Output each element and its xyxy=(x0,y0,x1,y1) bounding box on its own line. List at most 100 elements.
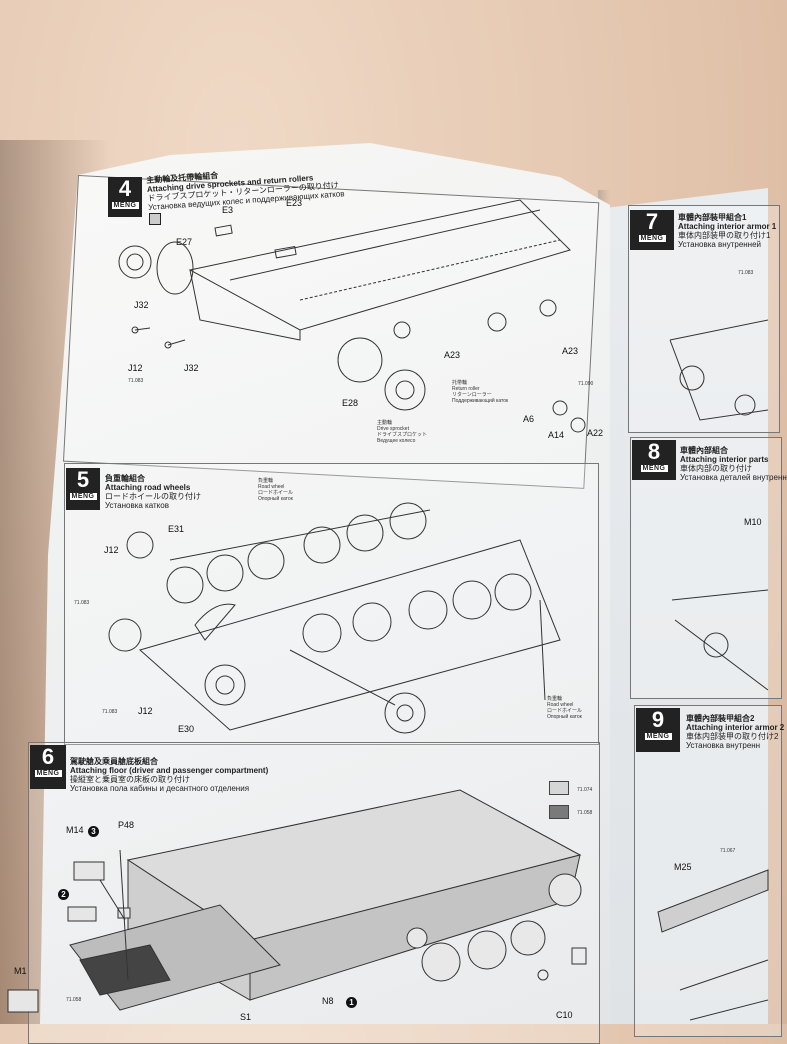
paint-code-a: 71.083 xyxy=(128,378,144,384)
label-e31: E31 xyxy=(168,524,185,534)
road-wheel-detached xyxy=(384,692,426,734)
meng-logo: MENG xyxy=(638,235,666,242)
part-e23 xyxy=(274,245,297,259)
part-e28 xyxy=(337,337,383,383)
step9-panel xyxy=(634,705,782,1037)
meng-logo: MENG xyxy=(640,465,668,472)
step9-hull xyxy=(679,959,769,1021)
label-e30: E30 xyxy=(178,724,195,734)
step4-drawing xyxy=(118,199,586,433)
step7-title: 車體內部裝甲組合1 Attaching interior armor 1 車体内… xyxy=(678,213,777,249)
step8-title: 車體內部組合 Attaching interior parts 車体内部の取り付… xyxy=(680,446,787,482)
road-wheel-note-top: 負重輪 Road wheel ロードホイール Опорный каток xyxy=(258,478,294,502)
label-a14: A14 xyxy=(548,430,565,440)
return-roller-1 xyxy=(393,321,411,339)
part-a14 xyxy=(552,400,568,416)
label-e28: E28 xyxy=(342,398,359,408)
drive-sprocket-note: 主動輪 Drive sprocket ドライブスプロケット Ведущее ко… xyxy=(377,420,428,444)
label-n8: N8 xyxy=(322,996,334,1006)
step5-panel xyxy=(64,463,599,745)
callout-3: 3 xyxy=(88,826,99,837)
color-swatch-light xyxy=(549,781,569,795)
part-m25 xyxy=(657,869,769,933)
label-m10: M10 xyxy=(744,517,762,527)
step5-number: 5 xyxy=(76,467,90,492)
paint-code-d: 71.058 xyxy=(577,810,593,816)
label-e3: E3 xyxy=(222,205,234,215)
paint-code-c: 71.074 xyxy=(577,787,593,793)
return-roller-2 xyxy=(487,312,507,332)
paint-code-a4: 71.083 xyxy=(738,270,754,276)
label-p48: P48 xyxy=(118,820,135,830)
label-s1: S1 xyxy=(240,1012,252,1022)
step7-number: 7 xyxy=(645,209,659,234)
callout-1: 1 xyxy=(346,997,357,1008)
return-roller-3 xyxy=(539,299,557,317)
paint-code-a3: 71.083 xyxy=(102,709,118,715)
paint-code-e: 71.067 xyxy=(720,848,736,854)
label-m14: M14 xyxy=(66,825,84,835)
sprocket-front xyxy=(108,618,142,652)
callout-2: 2 xyxy=(58,889,69,900)
meng-logo: MENG xyxy=(644,733,672,740)
meng-logo: MENG xyxy=(34,770,62,777)
drive-sprocket-icon xyxy=(149,213,161,225)
label-j12: J12 xyxy=(128,363,143,373)
step6-number: 6 xyxy=(41,744,55,769)
step8-panel xyxy=(630,437,782,699)
label-j12-a: J12 xyxy=(104,545,119,555)
label-a23-a: A23 xyxy=(444,350,461,360)
drive-sprocket xyxy=(384,369,426,411)
step5-number-box: 5 MENG xyxy=(66,468,100,510)
meng-logo: MENG xyxy=(111,202,139,209)
road-wheel-note-bottom: 負重輪 Road wheel ロードホイール Опорный каток xyxy=(547,696,583,720)
part-a22 xyxy=(570,417,586,433)
step8-hull xyxy=(671,589,769,691)
label-j12-b: J12 xyxy=(138,706,153,716)
label-a23-b: A23 xyxy=(562,346,579,356)
meng-logo: MENG xyxy=(69,493,97,500)
hull-lower-outline xyxy=(138,539,561,731)
mudguard xyxy=(194,603,236,641)
label-c10: C10 xyxy=(556,1010,573,1020)
label-m1: M1 xyxy=(14,966,27,976)
hull-side-outline xyxy=(188,199,571,331)
step6-title: 駕駛艙及乘員艙底板組合 Attaching floor (driver and … xyxy=(70,757,269,793)
part-m1 xyxy=(7,989,39,1013)
return-roller-note: 托帶輪 Return roller リターンローラー Поддерживающи… xyxy=(452,380,509,404)
step9-number: 9 xyxy=(651,707,665,732)
step6-drawing xyxy=(7,789,587,1013)
step8-number: 8 xyxy=(647,439,661,464)
step5-title: 負重輪組合 Attaching road wheels ロードホイールの取り付け… xyxy=(105,474,201,510)
step6-number-box: 6 MENG xyxy=(30,745,66,789)
part-m14 xyxy=(73,861,105,881)
part-e27 xyxy=(156,241,194,295)
label-e27: E27 xyxy=(176,237,193,247)
part-e3 xyxy=(214,224,233,237)
step7-hull xyxy=(669,319,769,421)
floor-dark-section xyxy=(79,944,171,996)
part-c10 xyxy=(571,947,587,965)
step4-number: 4 xyxy=(118,176,132,201)
part-two xyxy=(67,906,97,922)
step5-drawing xyxy=(108,502,561,734)
label-a22: A22 xyxy=(587,428,604,438)
step9-number-box: 9 MENG xyxy=(636,708,680,752)
label-e23: E23 xyxy=(286,198,303,208)
color-swatch-dark xyxy=(549,805,569,819)
label-j32-b: J32 xyxy=(184,363,199,373)
part-e31 xyxy=(126,531,154,559)
step8-number-box: 8 MENG xyxy=(632,440,676,480)
step7-number-box: 7 MENG xyxy=(630,210,674,250)
label-a6: A6 xyxy=(523,414,535,424)
step4-number-box: 4 MENG xyxy=(108,177,142,217)
part-e30 xyxy=(204,664,246,706)
paint-code-a2: 71.083 xyxy=(74,600,90,606)
paint-code-d2: 71.058 xyxy=(66,997,82,1003)
label-j32-a: J32 xyxy=(134,300,149,310)
paint-code-b: 71.090 xyxy=(578,381,594,387)
right-page-drawings xyxy=(657,319,769,1021)
drive-sprocket-rear xyxy=(548,873,582,907)
sprocket-left xyxy=(118,245,152,279)
step9-title: 車體內部裝甲組合2 Attaching interior armor 2 車体内… xyxy=(686,714,785,750)
